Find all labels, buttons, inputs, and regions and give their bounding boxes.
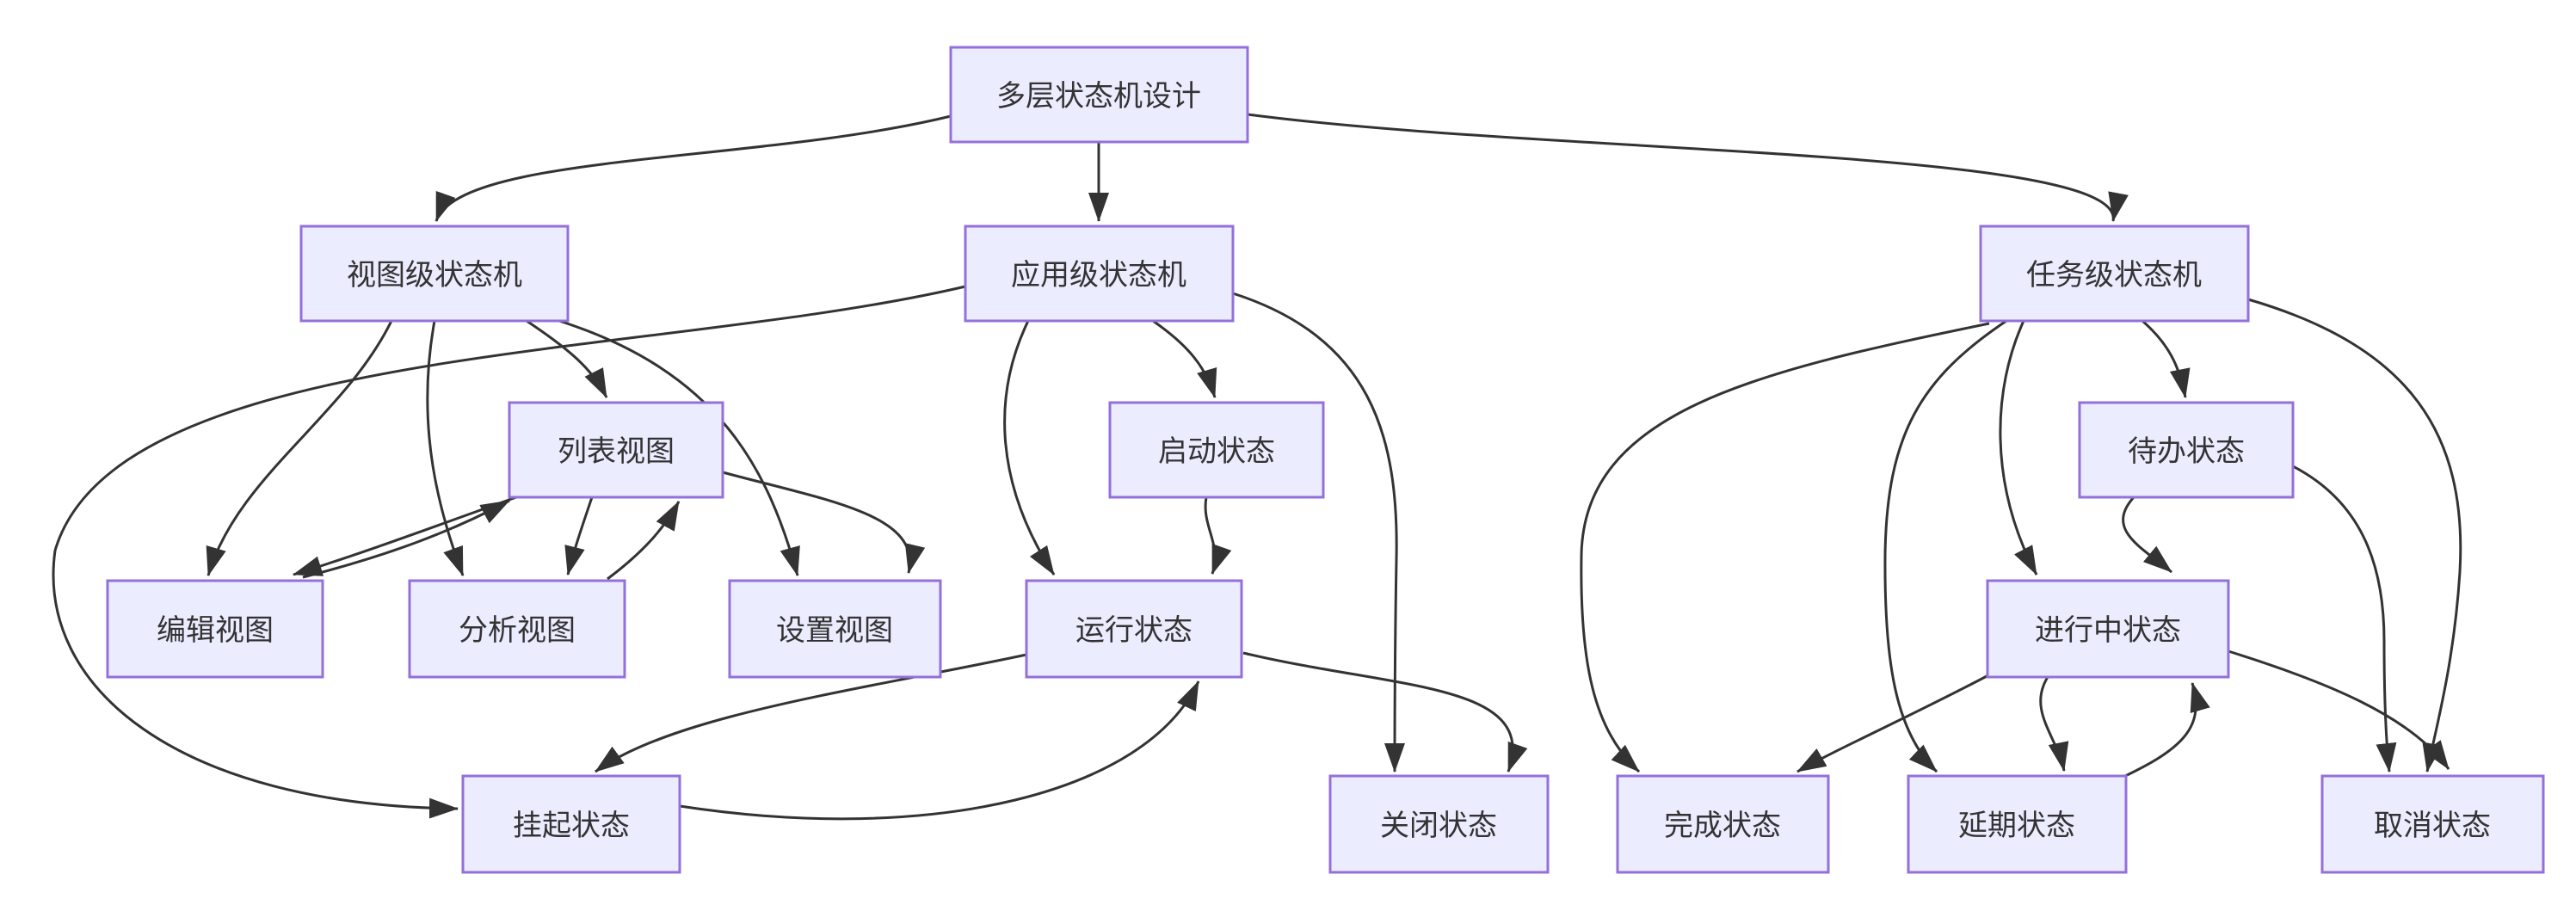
node-settings-label: 设置视图 [776,614,893,647]
edge-view-settings [558,319,800,576]
node-suspend-box [461,774,681,874]
edge-list-analysis [564,496,594,576]
node-cancel-box [2320,774,2545,874]
node-suspend-label: 挂起状态 [513,810,630,842]
edge-app-suspend [52,285,966,819]
node-list-box [508,401,724,499]
node-root: 多层状态机设计 [949,46,1249,144]
node-settings-box [728,579,942,679]
edge-view-analysis [426,320,465,576]
node-task-label: 任务级状态机 [2026,259,2202,292]
node-analysis-box [408,579,626,679]
node-app: 应用级状态机 [964,225,1235,323]
edge-delay-inprog [2123,682,2210,779]
edge-inprog-cancel [2228,650,2450,770]
node-app-label: 应用级状态机 [1011,259,1186,292]
node-delay-box [1907,774,2128,874]
node-done-label: 完成状态 [1664,810,1781,842]
node-edit: 编辑视图 [106,579,324,679]
node-task: 任务级状态机 [1979,225,2250,323]
node-analysis-label: 分析视图 [459,614,576,647]
edge-inprog-done [1796,674,1989,773]
node-start-label: 启动状态 [1158,435,1275,468]
node-analysis: 分析视图 [408,579,626,679]
node-done: 完成状态 [1616,774,1830,874]
node-run-box [1025,579,1243,679]
node-edit-label: 编辑视图 [157,614,274,647]
node-inprog-label: 进行中状态 [2035,614,2181,647]
edge-app-run [1003,320,1056,576]
edges-layer [52,113,2462,821]
node-inprog: 进行中状态 [1986,579,2230,679]
node-close: 关闭状态 [1328,774,1550,874]
edge-inprog-delay [2039,676,2069,772]
node-delay-label: 延期状态 [1958,810,2075,842]
edge-view-edit [206,320,393,576]
edge-edit-list [302,499,510,579]
node-list-label: 列表视图 [558,435,675,468]
edge-start-run [1204,496,1232,575]
node-close-label: 关闭状态 [1380,810,1497,842]
edge-task-todo [2142,319,2191,398]
node-settings: 设置视图 [728,579,942,679]
node-todo: 待办状态 [2078,401,2295,499]
node-start-box [1108,401,1325,499]
edge-run-close [1242,651,1528,773]
edge-suspend-run [679,680,1200,821]
edge-run-suspend [595,653,1027,773]
edge-app-start [1152,319,1217,398]
node-view-label: 视图级状态机 [347,259,522,292]
node-run: 运行状态 [1025,579,1243,679]
node-delay: 延期状态 [1907,774,2128,874]
edge-root-task [1247,113,2129,222]
edge-task-done [1580,322,1990,773]
node-root-box [949,46,1249,144]
edge-analysis-list [607,501,681,581]
nodes-layer: 多层状态机设计 视图级状态机 应用级状态机 任务级状态机 列表视图 启动状态 待… [106,46,2545,874]
node-list: 列表视图 [508,401,724,499]
node-task-box [1979,225,2250,323]
edge-task-delay [1883,319,2007,773]
node-cancel-label: 取消状态 [2374,810,2491,842]
edge-list-edit [293,496,517,576]
edge-todo-inprog [2122,496,2172,574]
node-done-box [1616,774,1830,874]
node-view-box [299,225,570,323]
node-view: 视图级状态机 [299,225,570,323]
node-inprog-box [1986,579,2230,679]
node-app-box [964,225,1235,323]
node-todo-label: 待办状态 [2128,435,2245,468]
edge-app-close [1232,292,1406,773]
edge-view-list [526,319,608,398]
node-edit-box [106,579,324,679]
node-cancel: 取消状态 [2320,774,2545,874]
node-run-label: 运行状态 [1075,614,1192,647]
edge-root-view [434,114,952,222]
node-root-label: 多层状态机设计 [996,80,1201,113]
edge-task-cancel [2247,298,2462,773]
edge-todo-cancel [2292,465,2397,773]
edge-list-settings [722,471,926,574]
node-suspend: 挂起状态 [461,774,681,874]
edge-task-inprog [1999,320,2038,576]
node-close-box [1328,774,1550,874]
node-start: 启动状态 [1108,401,1325,499]
node-todo-box [2078,401,2295,499]
